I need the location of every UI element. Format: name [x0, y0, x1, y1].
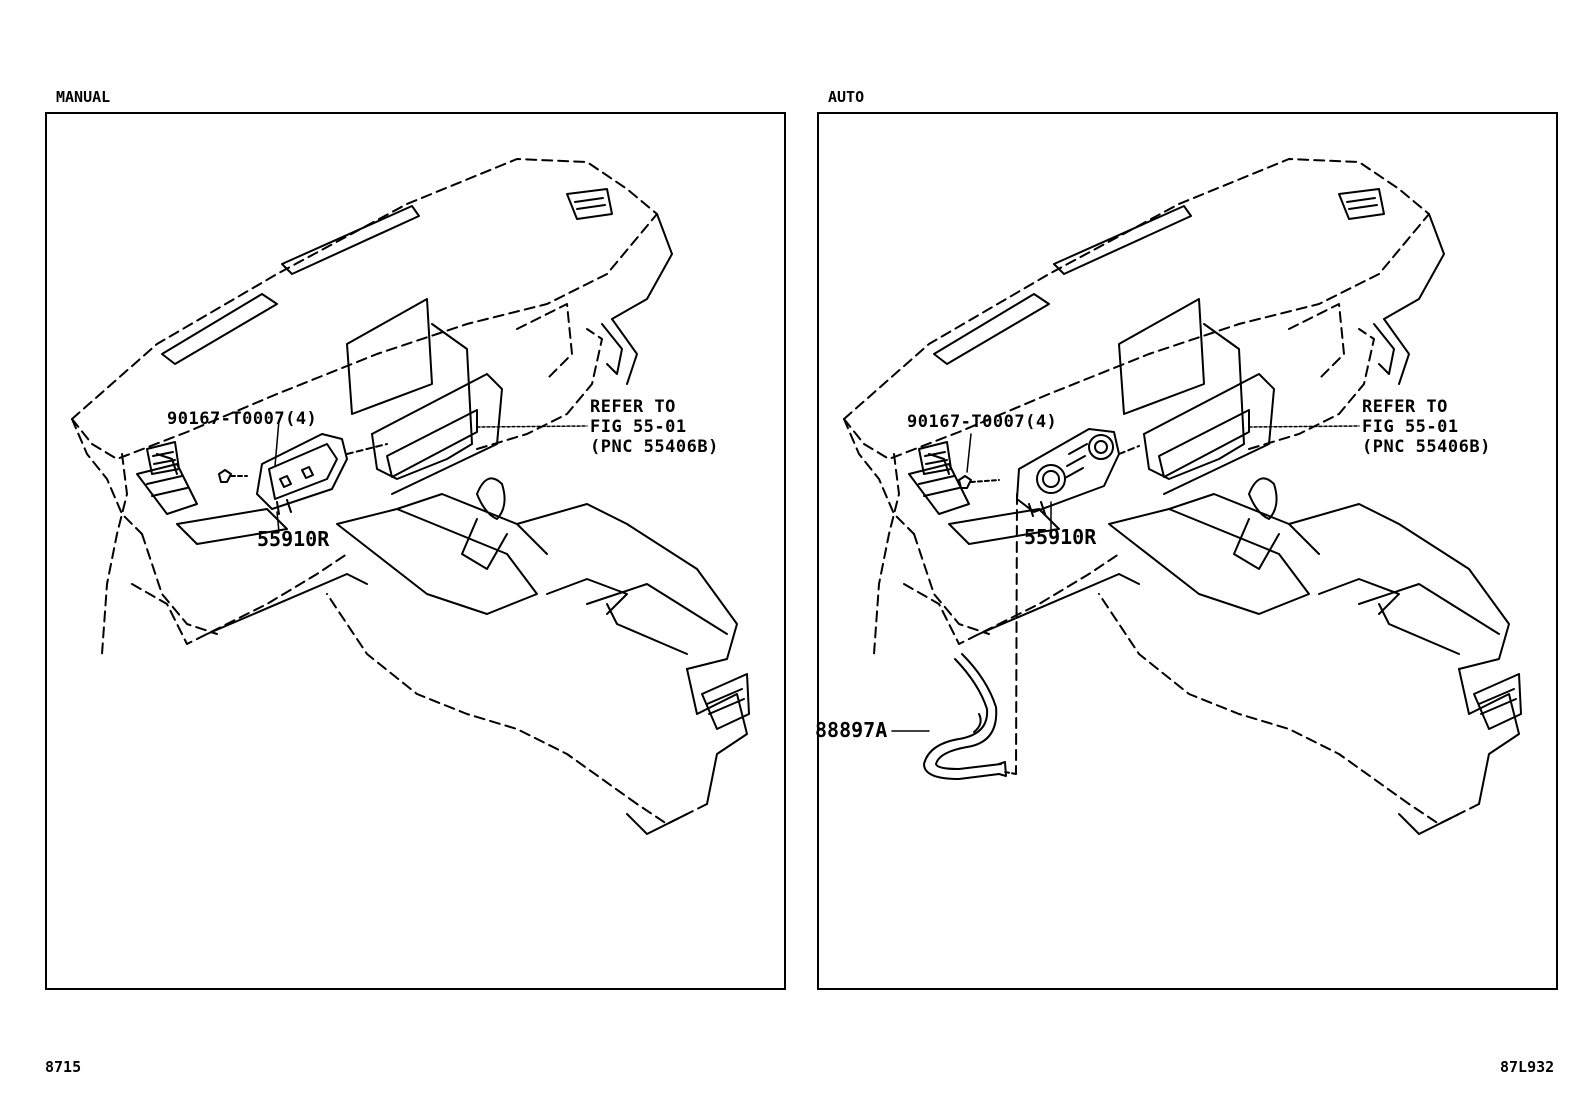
callout-refer-line2-manual: FIG 55-01	[590, 417, 687, 437]
callout-refer-line3-manual: (PNC 55406B)	[590, 437, 719, 457]
footer-right-code: 87L932	[1500, 1058, 1555, 1076]
callout-refer-line1-manual: REFER TO	[590, 397, 676, 417]
diagram-panel-auto: 90167-T0007(4) 55910R 88897A REFER TO FI…	[815, 112, 1558, 990]
dashboard-drawing-manual	[71, 158, 750, 835]
footer-left-code: 8715	[45, 1058, 82, 1076]
callout-refer-line3-auto: (PNC 55406B)	[1362, 437, 1491, 457]
dashboard-drawing-auto	[843, 158, 1522, 835]
callout-refer-line2-auto: FIG 55-01	[1362, 417, 1459, 437]
diagram-panel-manual: 90167-T0007(4) 55910R REFER TO FIG 55-01…	[45, 112, 786, 990]
callout-refer-line1-auto: REFER TO	[1362, 397, 1448, 417]
callout-control-unit-auto: 55910R	[1024, 525, 1097, 549]
callout-fastener-manual: 90167-T0007(4)	[167, 409, 318, 429]
panel-title-manual: MANUAL	[56, 88, 111, 106]
callout-control-unit-manual: 55910R	[257, 527, 330, 551]
callout-aspirator-hose-auto: 88897A	[815, 718, 888, 742]
callout-fastener-auto: 90167-T0007(4)	[907, 412, 1058, 432]
panel-title-auto: AUTO	[828, 88, 865, 106]
